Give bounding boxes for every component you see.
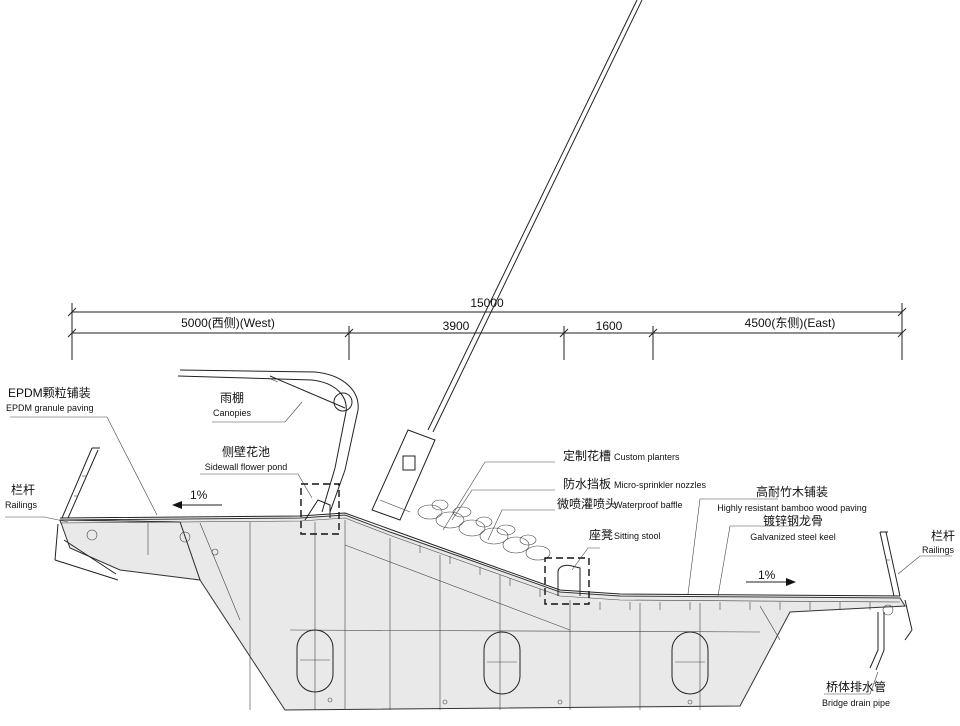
label-keel-cn: 镀锌钢龙骨: [763, 514, 823, 528]
label-stool-cn: 座凳: [589, 527, 613, 542]
internal-frame: [147, 520, 781, 710]
label-planters-cn: 定制花槽: [563, 448, 611, 463]
label-planters-en: Custom planters: [614, 452, 680, 462]
label-baffle-en: Waterproof baffle: [614, 500, 683, 510]
custom-planter-structure: [371, 429, 436, 521]
bridge-drain-pipe: [869, 612, 885, 671]
label-canopies-cn: 雨棚: [220, 390, 244, 405]
slope-arrow-left: [172, 501, 222, 509]
label-keel-en: Galvanized steel keel: [750, 532, 836, 542]
vegetation: [417, 499, 551, 561]
label-baffle-cn: 防水挡板: [563, 476, 611, 491]
left-railing: [54, 447, 119, 581]
label-stool-en: Sitting stool: [614, 531, 661, 541]
leader-lines: [5, 401, 952, 695]
label-sprinkler-en: Micro-sprinkler nozzles: [614, 480, 707, 490]
label-bamboo-cn: 高耐竹木铺装: [756, 484, 828, 499]
label-epdm-cn: EPDM颗粒铺装: [8, 385, 91, 400]
sidewall-flower-pond: [300, 483, 340, 535]
dim-east: 4500(东侧)(East): [745, 316, 836, 330]
label-sprinkler-cn: 微喷灌喷头: [557, 497, 617, 511]
slope-left: 1%: [190, 488, 208, 502]
dim-east-mid: 1600: [596, 319, 623, 333]
canopy: [177, 369, 359, 513]
label-railings-left-en: Railings: [5, 500, 38, 510]
label-railings-right-cn: 栏杆: [931, 528, 955, 543]
porthole-openings: [296, 629, 709, 695]
keel-ticks: [419, 545, 871, 610]
label-bamboo-en: Highly resistant bamboo wood paving: [717, 503, 867, 513]
dim-total: 15000: [470, 296, 504, 310]
right-railing: [879, 531, 913, 641]
slope-right: 1%: [758, 568, 776, 582]
dimension-lines: [67, 303, 907, 360]
dim-west: 5000(西侧)(West): [181, 316, 275, 330]
slope-arrow-right: [746, 578, 796, 586]
label-epdm-en: EPDM granule paving: [6, 403, 94, 413]
label-drain-en: Bridge drain pipe: [822, 698, 890, 708]
bolt-holes: [86, 529, 894, 705]
label-sidewall-cn: 侧壁花池: [222, 444, 270, 459]
bridge-deck-body: [59, 514, 906, 711]
label-canopies-en: Canopies: [213, 408, 252, 418]
label-railings-right-en: Railings: [922, 545, 955, 555]
mast: [427, 0, 643, 433]
left-cantilever: [59, 519, 201, 581]
label-drain-cn: 桥体排水管: [826, 679, 886, 694]
sitting-stool: [544, 557, 590, 605]
dim-middle: 3900: [443, 319, 470, 333]
label-railings-left-cn: 栏杆: [11, 482, 35, 497]
label-sidewall-en: Sidewall flower pond: [205, 462, 288, 472]
